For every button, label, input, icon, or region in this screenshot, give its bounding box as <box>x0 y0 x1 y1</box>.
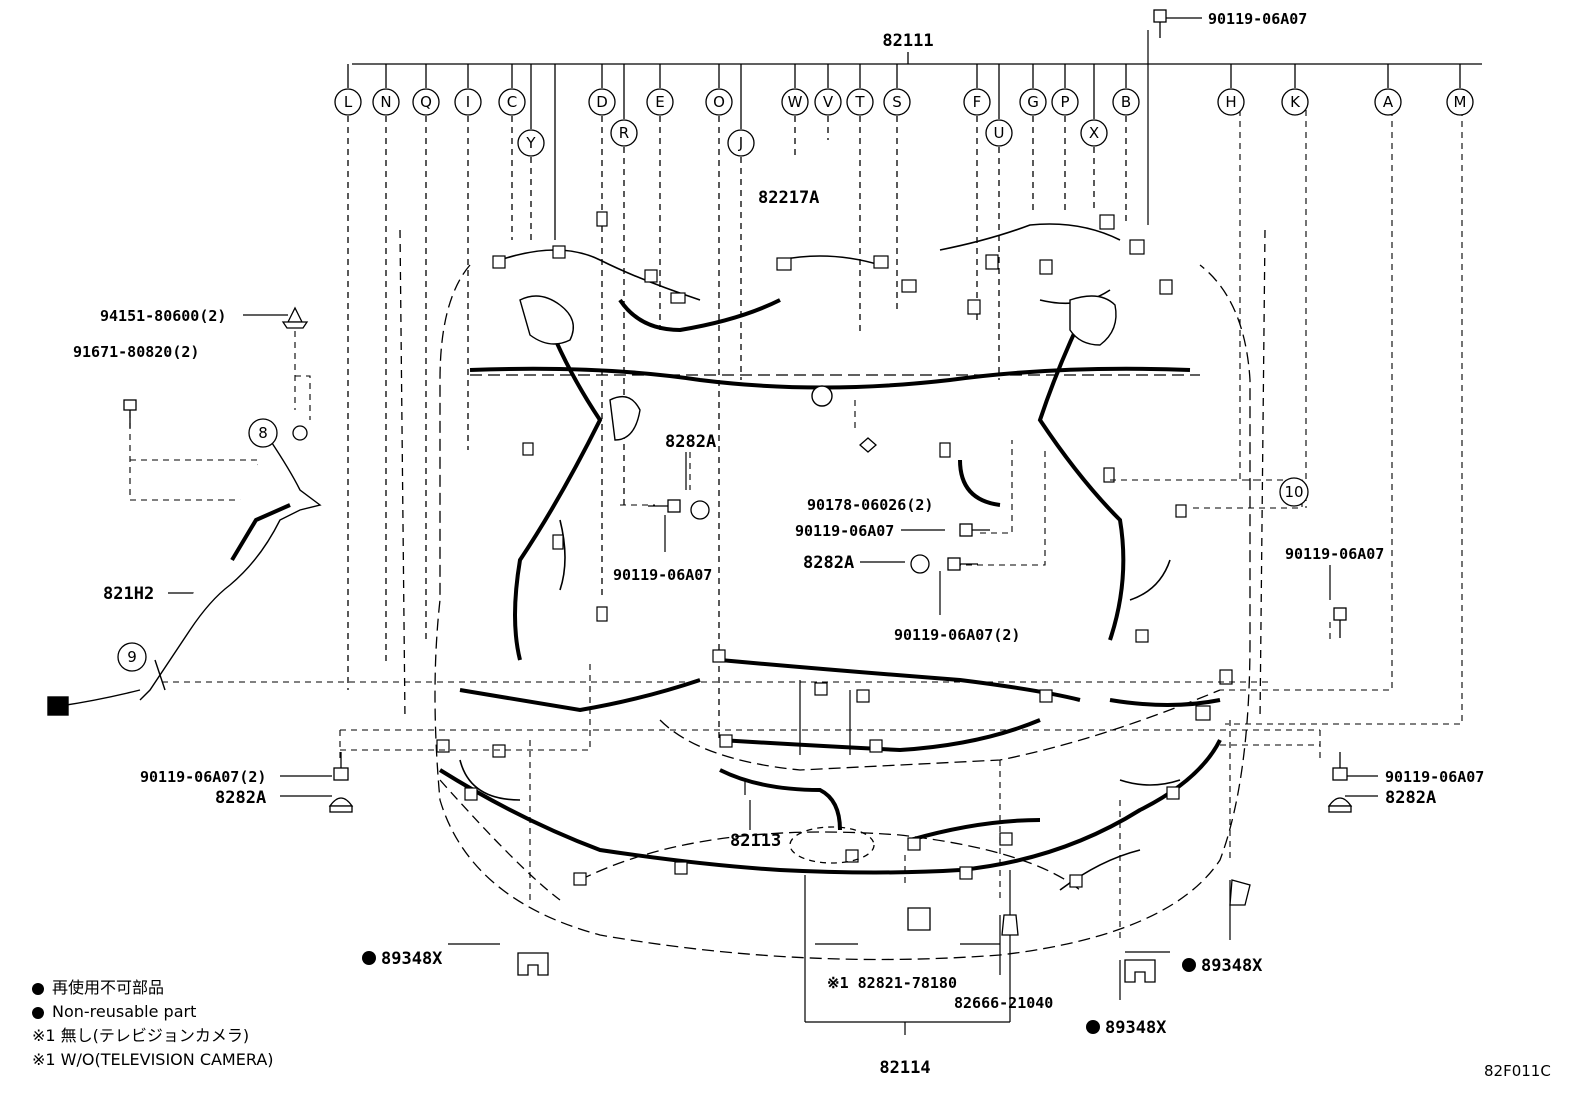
bullet-icon <box>32 1006 44 1019</box>
svg-text:L: L <box>344 93 353 111</box>
svg-text:K: K <box>1290 93 1301 111</box>
callout-number-10: 10 <box>1284 483 1303 501</box>
svg-text:Q: Q <box>420 93 432 111</box>
svg-text:Y: Y <box>525 134 536 152</box>
part-label-90178: 90178-06026(2) <box>807 496 933 514</box>
part-label-82666: 82666-21040 <box>954 994 1053 1012</box>
legend-jp-non-reusable: 再使用不可部品 <box>52 978 165 997</box>
callout-letter-g: G <box>1019 88 1047 116</box>
part-label-90119-right2: 90119-06A07 <box>1385 768 1484 786</box>
svg-text:E: E <box>655 93 664 111</box>
callout-number-9: 9 <box>127 648 137 666</box>
svg-text:U: U <box>994 124 1005 142</box>
callout-letter-f: F <box>963 88 991 116</box>
part-label-82217A: 82217A <box>758 188 819 208</box>
bullet-icon <box>32 982 44 995</box>
callout-letter-s: S <box>883 88 911 116</box>
svg-text:T: T <box>854 93 865 111</box>
part-label-90119-center: 90119-06A07 <box>613 566 712 584</box>
part-label-89348X-right: 89348X <box>1201 956 1263 976</box>
part-label-89348X-bottom: 89348X <box>1105 1018 1167 1038</box>
legend-row-jp: 再使用不可部品 <box>32 976 274 1000</box>
callout-letter-d: D <box>588 88 616 116</box>
part-label-94151: 94151-80600(2) <box>100 307 226 325</box>
part-label-8282A-center: 8282A <box>665 432 716 452</box>
non-reusable-dot <box>1086 1020 1100 1034</box>
callout-letter-j: J <box>727 129 755 157</box>
callout-letter-u: U <box>985 119 1013 147</box>
svg-text:V: V <box>823 93 834 111</box>
part-label-90119-top: 90119-06A07 <box>1208 10 1307 28</box>
svg-text:H: H <box>1225 93 1236 111</box>
callout-letter-y: Y <box>517 129 545 157</box>
legend-en-non-reusable: Non-reusable part <box>52 1002 197 1021</box>
part-label-89348X-left: 89348X <box>381 949 443 969</box>
svg-text:D: D <box>596 93 608 111</box>
callout-letter-e: E <box>646 88 674 116</box>
callout-letter-i: I <box>454 88 482 116</box>
callout-letter-t: T <box>846 88 874 116</box>
callout-letter-b: B <box>1112 88 1140 116</box>
callout-letter-o: O <box>705 88 733 116</box>
callout-letter-m: M <box>1446 88 1474 116</box>
svg-text:X: X <box>1089 124 1099 142</box>
callout-letter-l: L <box>334 88 362 116</box>
non-reusable-dot <box>1182 958 1196 972</box>
svg-text:S: S <box>892 93 902 111</box>
svg-text:I: I <box>466 93 470 111</box>
svg-text:N: N <box>380 93 391 111</box>
callout-letter-v: V <box>814 88 842 116</box>
svg-text:W: W <box>788 93 803 111</box>
part-label-82111: 82111 <box>882 31 933 51</box>
svg-text:M: M <box>1454 93 1467 111</box>
part-label-821H2: 821H2 <box>103 584 154 604</box>
part-label-82821: ※1 82821-78180 <box>827 974 957 992</box>
callout-letter-h: H <box>1217 88 1245 116</box>
callout-letter-p: P <box>1051 88 1079 116</box>
legend-note-en: ※1 W/O(TELEVISION CAMERA) <box>32 1050 274 1069</box>
svg-text:J: J <box>738 134 743 152</box>
non-reusable-dot <box>362 951 376 965</box>
part-label-8282A-right: 8282A <box>1385 788 1436 808</box>
svg-text:P: P <box>1060 93 1069 111</box>
part-label-91671: 91671-80820(2) <box>73 343 199 361</box>
svg-text:O: O <box>713 93 725 111</box>
callout-letter-n: N <box>372 88 400 116</box>
legend-note-jp: ※1 無し(テレビジョンカメラ) <box>32 1026 250 1045</box>
part-label-90119-mid2: 90119-06A07(2) <box>894 626 1020 644</box>
part-label-8282A-mid: 8282A <box>803 553 854 573</box>
callout-letter-x: X <box>1080 119 1108 147</box>
legend-row-en: Non-reusable part <box>32 1000 274 1024</box>
callout-number-8: 8 <box>258 424 268 442</box>
svg-text:R: R <box>619 124 629 142</box>
part-label-82113: 82113 <box>730 831 781 851</box>
svg-text:G: G <box>1027 93 1039 111</box>
callout-letter-q: Q <box>412 88 440 116</box>
part-label-90119-mid: 90119-06A07 <box>795 522 894 540</box>
svg-text:B: B <box>1121 93 1131 111</box>
callout-letter-c: C <box>498 88 526 116</box>
svg-text:F: F <box>973 93 982 111</box>
legend: 再使用不可部品 Non-reusable part ※1 無し(テレビジョンカメ… <box>32 976 274 1072</box>
callout-letter-w: W <box>781 88 809 116</box>
part-label-90119-right: 90119-06A07 <box>1285 545 1384 563</box>
callout-letter-a: A <box>1374 88 1402 116</box>
callout-letter-k: K <box>1281 88 1309 116</box>
part-label-90119-left2: 90119-06A07(2) <box>140 768 266 786</box>
part-label-8282A-left: 8282A <box>215 788 266 808</box>
part-label-82114: 82114 <box>879 1058 930 1078</box>
svg-text:A: A <box>1383 93 1394 111</box>
svg-text:C: C <box>507 93 517 111</box>
callout-letter-r: R <box>610 119 638 147</box>
figure-code: 82F011C <box>1484 1062 1551 1080</box>
